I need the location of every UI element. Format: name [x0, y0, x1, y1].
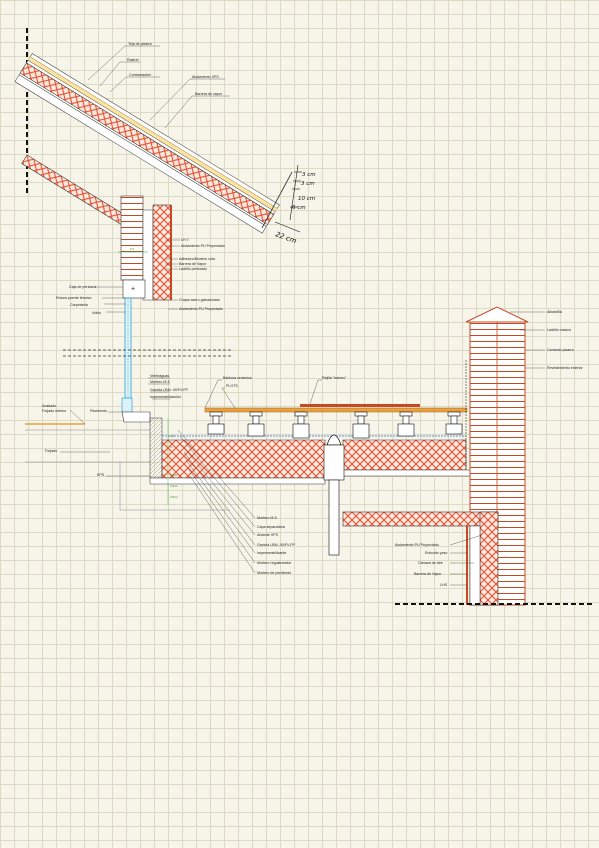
- terrace-section: 2,5 3 3,5cm 3,5cm 3,5cm Vierteaguas Mort…: [25, 374, 477, 575]
- label-mortero-m5: Mortero M-5: [150, 380, 170, 384]
- slab-underside-right: [342, 469, 477, 477]
- label-xps: Aislamiento XPS: [192, 75, 219, 79]
- lower-wall-section: Aislamiento PU Proyectado Enlucido yeso …: [342, 511, 595, 606]
- dim-3cm-a: 3 cm: [302, 172, 316, 178]
- lower-air-chamber: [469, 525, 481, 606]
- label-barrera-vapor: Barrera de vapor: [195, 92, 223, 96]
- label-enlucido: Enlucido yeso: [425, 551, 447, 555]
- label-ladrillo-macizo: Ladrillo macizo: [547, 328, 571, 332]
- capa-4: Gaviola LBM -40/FV-FP: [257, 543, 296, 547]
- dim-6cm: 6 cm: [292, 205, 306, 211]
- label-pu-proyectado-2: Aislamiento PU Proyectado: [179, 307, 223, 311]
- green-dim-g4: 3,5cm: [170, 473, 179, 477]
- capa-1: Mortero M-5: [257, 516, 277, 520]
- green-dim-g2: 2,5: [170, 434, 175, 438]
- sill-vierteaguas: [121, 411, 151, 423]
- label-gaviola: Gaviola LBM -40/FV-FP: [150, 388, 189, 392]
- label-rastrel: Rastrel: [127, 58, 139, 62]
- label-plots: PLOTS: [226, 384, 238, 388]
- label-vidrio: Vidrio: [92, 311, 101, 315]
- coping-albardilla: [465, 306, 529, 323]
- label-pavimento: Pavimento: [90, 409, 107, 413]
- brick-wall-outer: [120, 195, 144, 281]
- label-camara-aire: Cámara de aire: [418, 561, 443, 565]
- label-teja: Teja de pizarra: [128, 42, 152, 46]
- terrace-insulation-left: [161, 439, 326, 479]
- roof-board: [14, 74, 267, 234]
- label-eps: EPS: [97, 473, 105, 477]
- lower-insulation-horizontal: [342, 511, 499, 527]
- pu-insulation-wall: [152, 204, 172, 301]
- layer-leader-fan: [177, 429, 256, 574]
- window-frame-bottom: [121, 397, 133, 413]
- label-lh7: LH 7: [181, 238, 189, 242]
- label-barrera-vapor-bajo: Barrera de Vapor: [414, 572, 442, 576]
- label-mortero-cola: Adhesivo/Mortero cola: [179, 257, 215, 261]
- capa-2: Capa separadora: [257, 525, 285, 529]
- xps-insulation: [19, 62, 275, 226]
- dim-22cm: 22 cm: [274, 230, 297, 245]
- label-forjado-interior: Forjado interior: [42, 409, 67, 413]
- parapet-base: [149, 417, 163, 479]
- upper-wall-section: 2,5 LH 7 Aislamiento PU Proyectado Adhes…: [118, 195, 225, 311]
- drain-body: [323, 444, 345, 481]
- capa-5: Impermeabilizante: [257, 551, 286, 555]
- label-carpinteria: Carpintería: [70, 303, 88, 307]
- label-contrarrastrel: Contrarrastrel: [129, 73, 151, 77]
- plots-pedestals: [207, 411, 463, 439]
- lower-roof-insulation: [21, 154, 130, 227]
- shutter-box: [122, 279, 146, 299]
- label-ladrillo-perforado: Ladrillo perforado: [179, 267, 207, 271]
- label-albardilla: Albardilla: [547, 310, 562, 314]
- label-acabado: Acabado: [42, 404, 56, 408]
- capa-7: Mortero de pendiente: [257, 571, 291, 575]
- roof-dimensions: [274, 164, 302, 233]
- label-barrera-vapor-muro: Barrera de Vapor: [179, 262, 207, 266]
- terrace-insulation-right: [342, 439, 467, 471]
- label-pu-lower: Aislamiento PU Proyectado: [395, 543, 439, 547]
- shutter-box-cross: +: [131, 286, 135, 293]
- label-baldosa: Baldosa cerámica: [223, 376, 252, 380]
- green-dim-g3: 3: [170, 445, 172, 449]
- label-rejilla: Rejilla "tramex": [322, 376, 347, 380]
- dim-3cm-b: 3 cm: [301, 181, 315, 187]
- label-chapa: Chapa acero galvanizado: [179, 298, 220, 302]
- drain-head: [326, 434, 342, 446]
- green-dim-g1: 2,5: [130, 247, 135, 251]
- label-lhs: LHS: [440, 583, 448, 587]
- contrarrastrel-layer: [26, 60, 276, 215]
- ceramic-tiles: [204, 407, 468, 413]
- eave-cut-line: [261, 171, 293, 229]
- label-revestimiento: Revestimiento exterior: [547, 366, 584, 370]
- lower-insulation-vertical: [479, 511, 499, 606]
- dim-10cm: 10 cm: [298, 196, 315, 202]
- capa-3: Aislante XPS: [257, 533, 279, 537]
- label-cemento: Cemento pizarra: [547, 348, 574, 352]
- green-dim-g5: 3,5cm: [170, 484, 179, 488]
- label-rotura-puente: Rotura puente térmico: [56, 296, 92, 300]
- vapour-barrier: [18, 72, 268, 227]
- label-caja-persiana: Caja de persiana: [69, 285, 96, 289]
- drain-pipe: [328, 479, 340, 556]
- label-vierteaguas: Vierteaguas: [150, 374, 169, 378]
- label-impermeabilizacion: Impermeabilización: [150, 395, 181, 399]
- roof-section: Teja de pizarra Rastrel Contrarrastrel A…: [14, 28, 316, 245]
- label-forjado: Forjado: [45, 449, 57, 453]
- roof-layers: [14, 53, 280, 234]
- tramex-grid: [300, 404, 420, 407]
- label-pu-proyectado: Aislamiento PU Proyectado: [181, 244, 225, 248]
- capa-6: Mortero regularizador: [257, 561, 292, 565]
- window-section: + Caja de persiana Rotura puente térmico…: [56, 279, 146, 413]
- green-dim-g6: 3,5cm: [170, 495, 179, 499]
- slab-underside-left: [149, 477, 326, 485]
